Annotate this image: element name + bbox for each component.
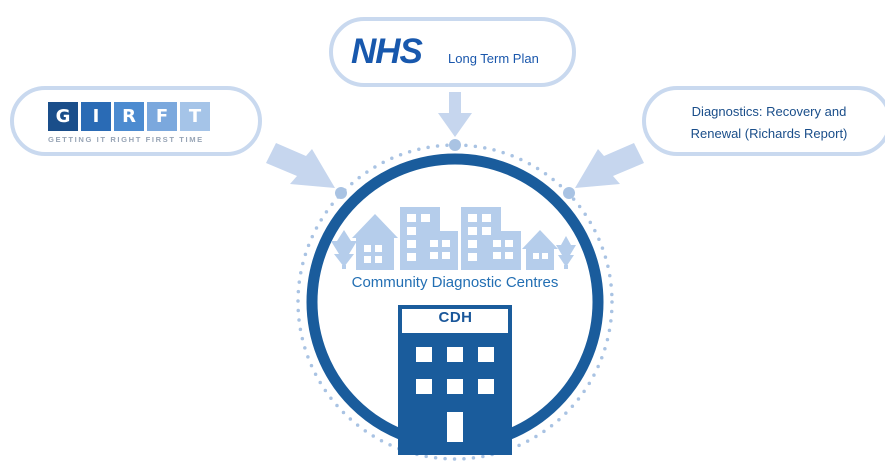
- girft-box: G I R F T GETTING IT RIGHT FIRST TIME: [10, 86, 262, 156]
- connector-dot-right: [563, 187, 575, 199]
- girft-letter-f: F: [147, 102, 177, 131]
- connector-dot-top: [449, 139, 461, 151]
- arrow-left: [266, 143, 335, 188]
- nhs-plan-label: Long Term Plan: [448, 51, 539, 66]
- girft-logo: G I R F T: [48, 102, 210, 131]
- arrow-right: [575, 143, 644, 188]
- girft-tagline: GETTING IT RIGHT FIRST TIME: [48, 135, 204, 144]
- cdh-building: [398, 305, 512, 455]
- nhs-box: NHS Long Term Plan: [329, 17, 576, 87]
- report-box: Diagnostics: Recovery and Renewal (Richa…: [642, 86, 885, 156]
- connector-dot-left: [335, 187, 347, 199]
- skyline-windows: [364, 214, 548, 263]
- report-title: Diagnostics: Recovery and Renewal (Richa…: [646, 101, 885, 145]
- girft-letter-r: R: [114, 102, 144, 131]
- girft-letter-t: T: [180, 102, 210, 131]
- cdc-label: Community Diagnostic Centres: [351, 274, 559, 291]
- girft-letter-g: G: [48, 102, 78, 131]
- cdh-label: CDH: [438, 309, 473, 326]
- nhs-logo: NHS: [351, 32, 423, 71]
- girft-letter-i: I: [81, 102, 111, 131]
- report-line-1: Diagnostics: Recovery and: [691, 104, 847, 119]
- arrow-top: [438, 92, 472, 137]
- report-line-2: Renewal (Richards Report): [690, 126, 848, 141]
